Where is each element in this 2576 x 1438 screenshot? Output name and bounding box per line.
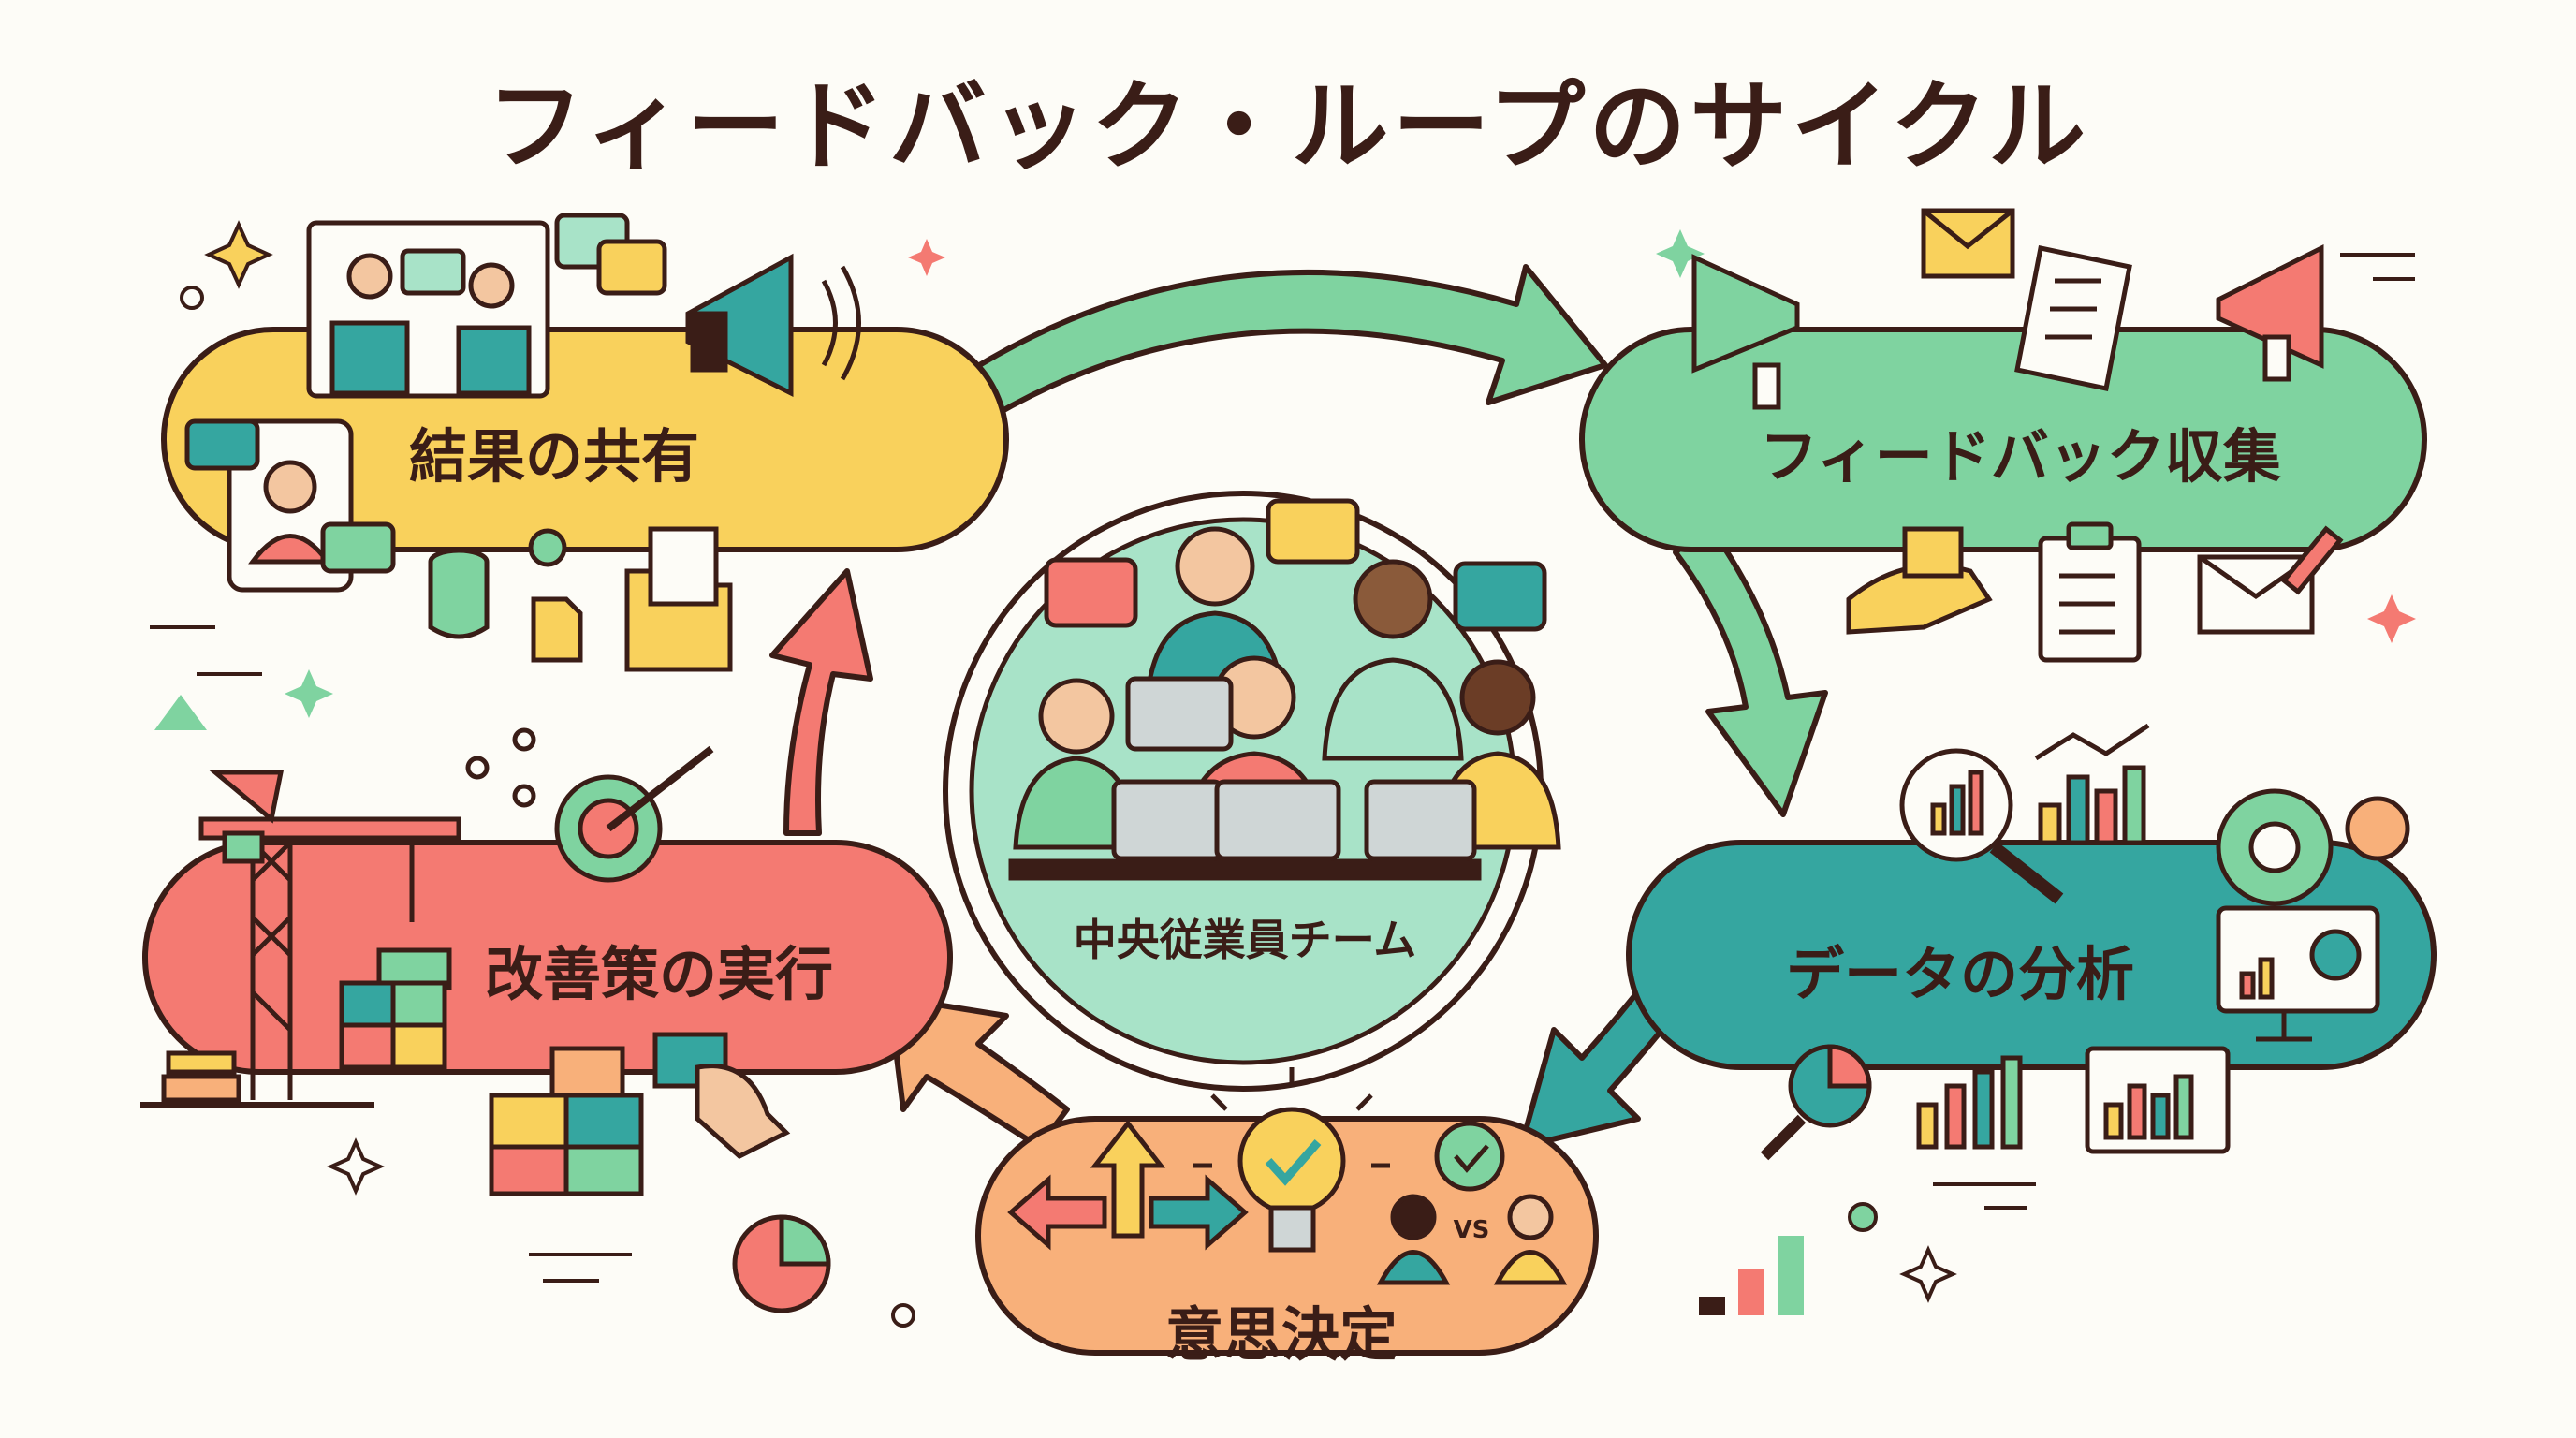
cycle-arrows [769, 264, 1828, 1150]
target-gear-icon [465, 727, 714, 883]
lightbulb-icon [1193, 1067, 1390, 1253]
arrow-share-to-collection [961, 264, 1608, 419]
bar-chart-icon [2034, 723, 2150, 845]
stage-collection-label: フィードバック収集 [1760, 422, 2281, 491]
person-vs-person-icon: VS [1376, 1121, 1568, 1285]
team-laptops-icon [1008, 498, 1561, 881]
vs-label: VS [1454, 1216, 1490, 1244]
folder-icon [624, 526, 733, 672]
bar-chart-icon [1916, 1046, 2231, 1154]
envelope-icon [1921, 208, 2015, 279]
hand-icon [1846, 526, 1993, 635]
stage-collection-pill [1579, 327, 2427, 552]
decision-icons: VS [1007, 1067, 1568, 1285]
megaphone-icon [2216, 243, 2324, 382]
share-icons [184, 213, 861, 672]
monitor-dashboard-icon [2216, 905, 2380, 1042]
pie-chart-icon [1760, 1044, 1872, 1161]
magnifier-chart-icon [1899, 748, 2064, 904]
arrow-implement-to-share [769, 568, 873, 836]
video-call-icon [306, 220, 550, 399]
collection-icons [1691, 208, 2344, 663]
center-team-label: 中央従業員チーム [1073, 915, 1417, 965]
implement-icons [140, 727, 831, 1313]
building-blocks-icon [339, 980, 791, 1196]
clipboard-checklist-icon [2014, 245, 2132, 391]
megaphone-icon [1691, 254, 1800, 410]
stage-implement-label: 改善策の実行 [485, 940, 834, 1008]
megaphone-icon [685, 253, 861, 398]
phone-video-icon [184, 418, 396, 593]
stage-analysis-label: データの分析 [1786, 940, 2135, 1008]
decorations [150, 220, 2416, 1328]
stage-decision-label: 意思決定 [1165, 1300, 1398, 1369]
clipboard-checklist-icon [2038, 521, 2142, 663]
diagram-title: フィードバック・ループのサイクル [486, 69, 2090, 183]
arrow-collection-to-analysis [1673, 521, 1828, 817]
stage-share-label: 結果の共有 [409, 422, 700, 491]
database-icon [428, 528, 583, 663]
gear-icon [2216, 788, 2410, 906]
pie-chart-icon [732, 1214, 831, 1313]
chat-bubble-icon [554, 213, 667, 296]
direction-arrows-icon [1007, 1119, 1249, 1251]
envelope-icon [2197, 525, 2344, 635]
analysis-icons [1760, 723, 2410, 1161]
